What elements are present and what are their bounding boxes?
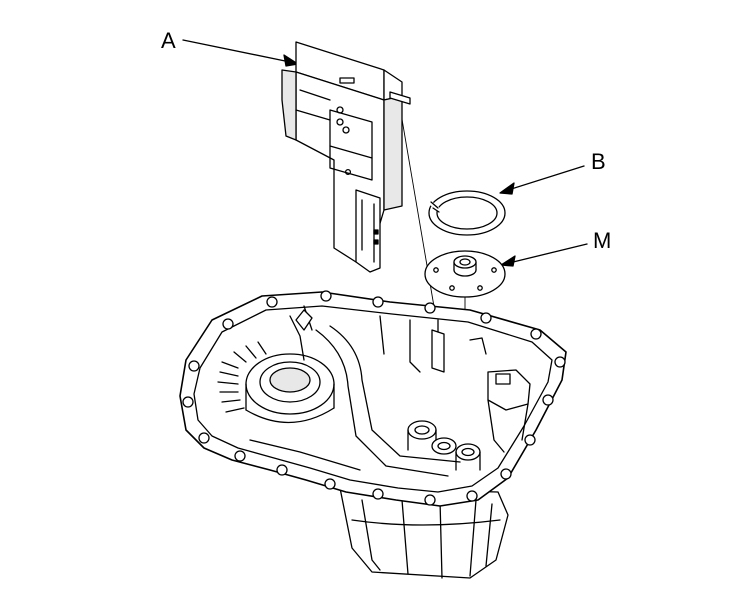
leader-line-m [500, 243, 588, 267]
alignment-line-a [396, 89, 439, 331]
left-bearing-bore [217, 341, 335, 424]
callout-a: A [161, 28, 176, 53]
part-m-guide-plate [424, 250, 506, 298]
center-tube-bosses [407, 420, 481, 471]
flange-bolt-holes [182, 290, 566, 506]
transmission-case [179, 290, 567, 579]
part-b-snap-ring [428, 190, 506, 236]
callout-b: B [591, 149, 606, 174]
part-a-baffle [281, 41, 411, 273]
right-boss-cluster [487, 369, 531, 453]
leader-line-a [182, 39, 299, 67]
callout-m: M [593, 228, 612, 253]
leader-line-b [499, 165, 585, 195]
